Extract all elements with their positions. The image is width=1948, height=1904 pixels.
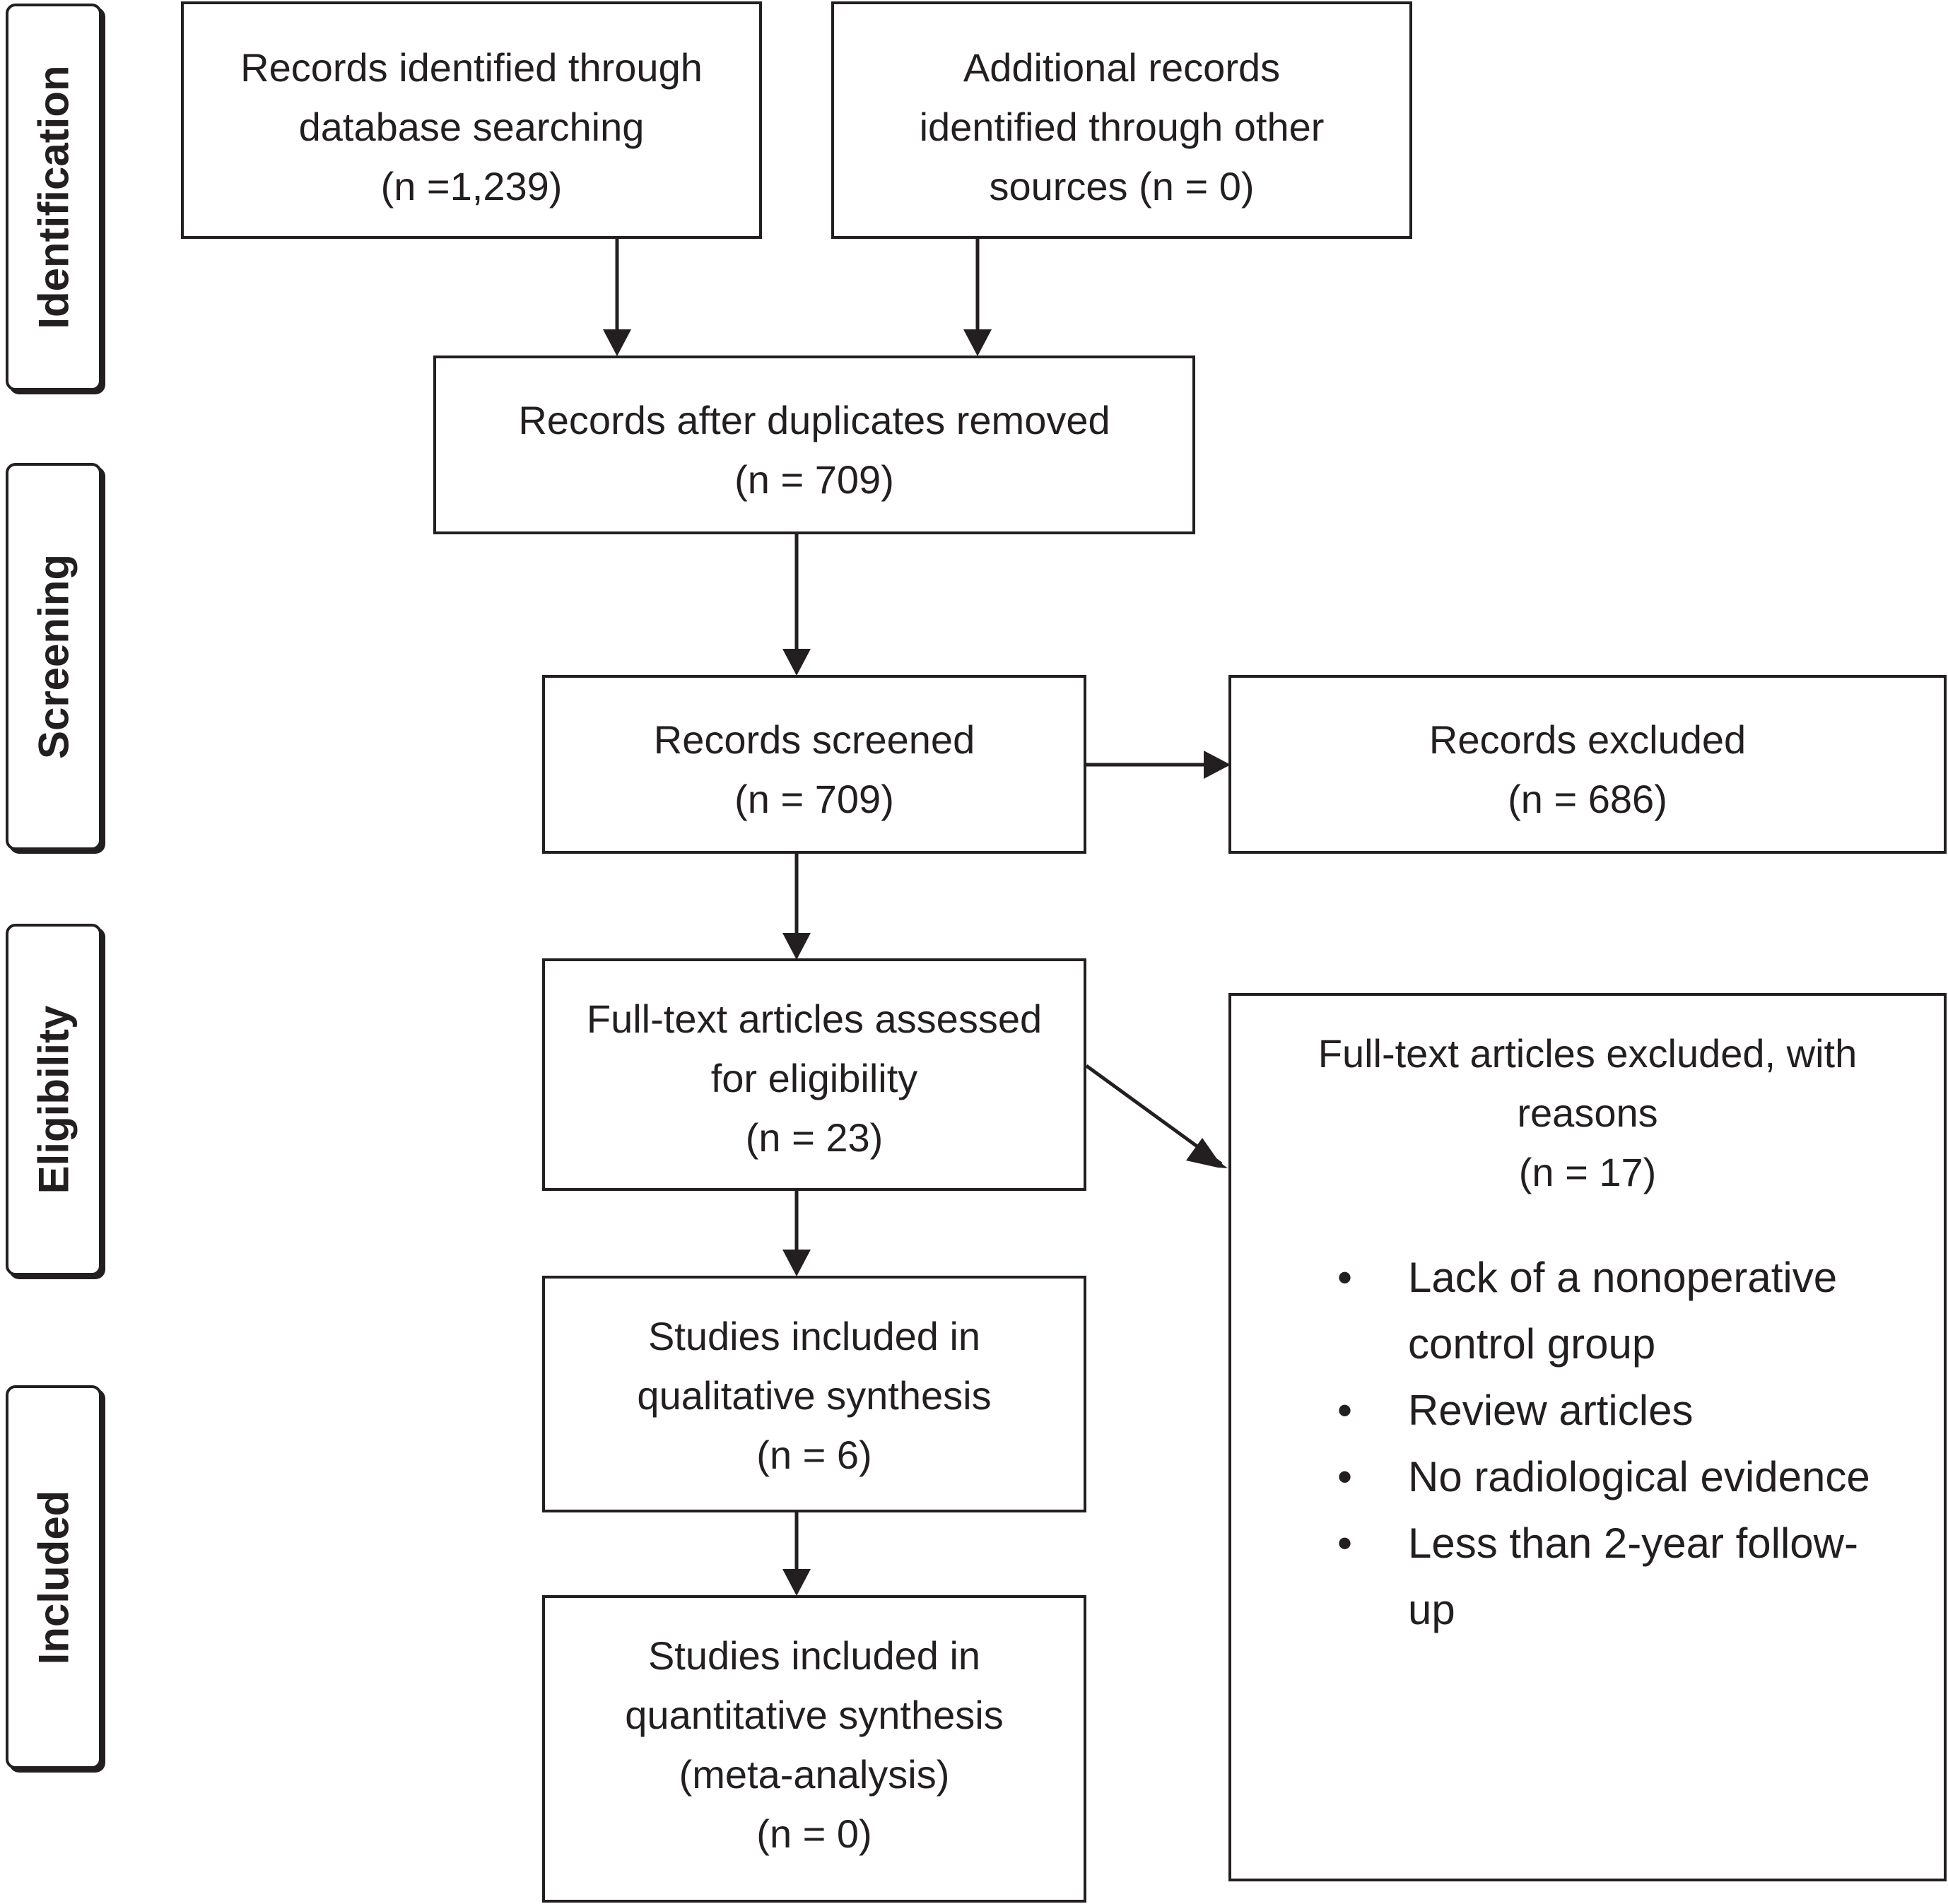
box-qualitative-synthesis: Studies included in qualitative synthesi… (542, 1276, 1086, 1512)
box-line: (n = 0) (756, 1811, 872, 1856)
arrowhead-qualitative (782, 1250, 811, 1276)
phase-screening: Screening (6, 463, 102, 850)
box-line: Studies included in (647, 1314, 981, 1358)
box-line: reasons (1517, 1091, 1658, 1135)
reason-line: control group (1408, 1320, 1656, 1368)
box-fulltext-excluded: Full-text articles excluded, with reason… (1228, 993, 1947, 1881)
box-line: Full-text articles excluded, with (1318, 1031, 1858, 1076)
exclusion-reason: • No radiological evidence (1337, 1444, 1923, 1510)
box-database-records: Records identified through database sear… (181, 1, 762, 239)
box-line: qualitative synthesis (637, 1373, 992, 1418)
box-line: identified through other (919, 105, 1325, 149)
bullet-icon: • (1337, 1387, 1353, 1434)
box-line: (meta-analysis) (679, 1752, 950, 1797)
box-line: (n = 6) (756, 1433, 872, 1477)
box-line: Studies included in (647, 1633, 981, 1678)
box-line: (n = 686) (1508, 777, 1667, 821)
arrowhead-quantitative (782, 1569, 811, 1596)
box-line: Records identified through (240, 45, 703, 90)
reason-line: Less than 2-year follow- (1408, 1520, 1858, 1567)
bullet-icon: • (1337, 1520, 1353, 1567)
box-line: (n = 23) (745, 1115, 884, 1160)
arrowhead-fulltext-excluded (1186, 1138, 1228, 1168)
box-line: Records screened (653, 717, 975, 762)
arrowhead-excluded (1204, 751, 1231, 779)
exclusion-reason: • Less than 2-year follow- up (1337, 1510, 1923, 1643)
reason-line: up (1408, 1586, 1455, 1633)
box-duplicates-removed: Records after duplicates removed (n = 70… (433, 355, 1195, 534)
box-line: Records excluded (1428, 717, 1747, 762)
bullet-icon: • (1337, 1453, 1353, 1500)
box-line: Full-text articles assessed (586, 997, 1043, 1041)
box-line: (n = 709) (734, 457, 894, 502)
bullet-icon: • (1337, 1254, 1353, 1301)
reason-line: Lack of a nonoperative (1408, 1254, 1838, 1301)
box-line: (n =1,239) (380, 164, 563, 208)
exclusion-reason: • Review articles (1337, 1377, 1923, 1444)
box-line: Records after duplicates removed (518, 398, 1110, 442)
box-records-excluded: Records excluded (n = 686) (1228, 675, 1947, 854)
exclusion-reasons-list: • Lack of a nonoperative control group •… (1231, 1245, 1944, 1643)
arrowhead-other (963, 329, 992, 356)
phase-included: Included (6, 1385, 102, 1769)
box-quantitative-synthesis: Studies included in quantitative synthes… (542, 1595, 1086, 1903)
box-records-screened: Records screened (n = 709) (542, 675, 1086, 854)
box-line: for eligibility (710, 1056, 918, 1100)
box-line: sources (n = 0) (989, 164, 1255, 208)
arrowhead-screened (782, 649, 811, 676)
reason-line: Review articles (1408, 1387, 1694, 1434)
box-line: quantitative synthesis (625, 1693, 1004, 1737)
box-line: (n = 17) (1518, 1150, 1657, 1194)
box-line: Additional records (963, 45, 1281, 90)
phase-eligibility: Eligibility (6, 924, 102, 1276)
exclusion-reason: • Lack of a nonoperative control group (1337, 1245, 1923, 1377)
reason-line: No radiological evidence (1408, 1453, 1870, 1500)
arrowhead-database (603, 329, 631, 356)
box-line: (n = 709) (734, 777, 894, 821)
box-fulltext-assessed: Full-text articles assessed for eligibil… (542, 958, 1086, 1191)
arrowhead-fulltext (782, 933, 811, 960)
box-line: database searching (298, 105, 645, 149)
phase-identification: Identification (6, 4, 102, 391)
box-other-records: Additional records identified through ot… (831, 1, 1412, 239)
